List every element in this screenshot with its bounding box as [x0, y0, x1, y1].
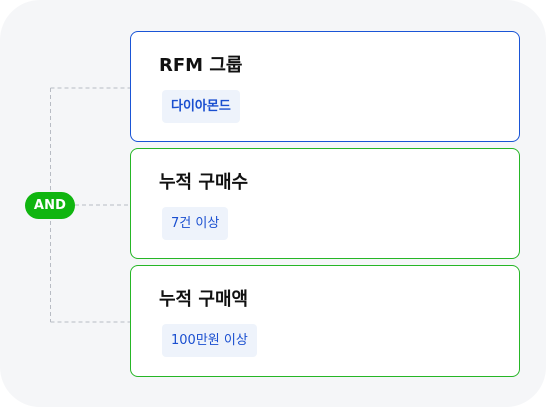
condition-card-purchase-amount[interactable]: 누적 구매액 100만원 이상 [130, 265, 520, 377]
and-operator-badge[interactable]: AND [25, 192, 75, 219]
condition-title: RFM 그룹 [159, 55, 243, 76]
condition-value-chip[interactable]: 다이아몬드 [162, 90, 240, 123]
condition-title: 누적 구매수 [159, 172, 249, 193]
condition-value-chip[interactable]: 100만원 이상 [162, 324, 257, 357]
condition-card-purchase-count[interactable]: 누적 구매수 7건 이상 [130, 148, 520, 259]
condition-value-chip[interactable]: 7건 이상 [162, 207, 229, 240]
condition-card-rfm-group[interactable]: RFM 그룹 다이아몬드 [130, 31, 520, 142]
condition-title: 누적 구매액 [159, 289, 249, 310]
